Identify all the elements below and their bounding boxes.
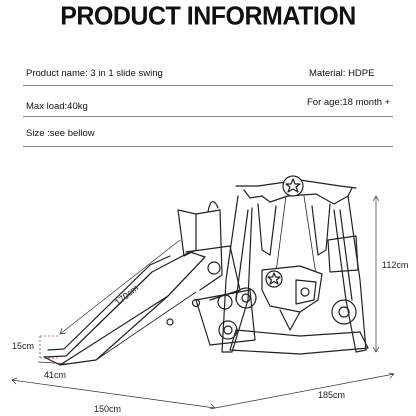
product-name-text: Product name: 3 in 1 slide swing [26, 68, 163, 79]
size-text: Size :see bellow [26, 128, 95, 139]
divider-2 [23, 116, 393, 117]
depth-label: 15cm [12, 341, 34, 351]
swing-base [229, 235, 369, 355]
swing-seat [261, 265, 323, 331]
page-title: PRODUCT INFORMATION [60, 1, 356, 31]
length-label: 185cm [318, 390, 345, 400]
dimension-lines [11, 195, 395, 410]
width-label: 150cm [94, 404, 121, 414]
slide-tower [177, 201, 256, 346]
height-label: 112cm [382, 260, 408, 270]
material-text: Material: HDPE [309, 68, 375, 79]
divider-3 [23, 146, 393, 147]
swing-frame [221, 175, 367, 353]
slide-end-label: 41cm [44, 370, 66, 380]
max-load-text: Max load:40kg [26, 101, 88, 112]
divider-1 [23, 85, 393, 86]
for-age-text: For age:18 month + [307, 97, 391, 108]
slide-chute [43, 251, 206, 366]
